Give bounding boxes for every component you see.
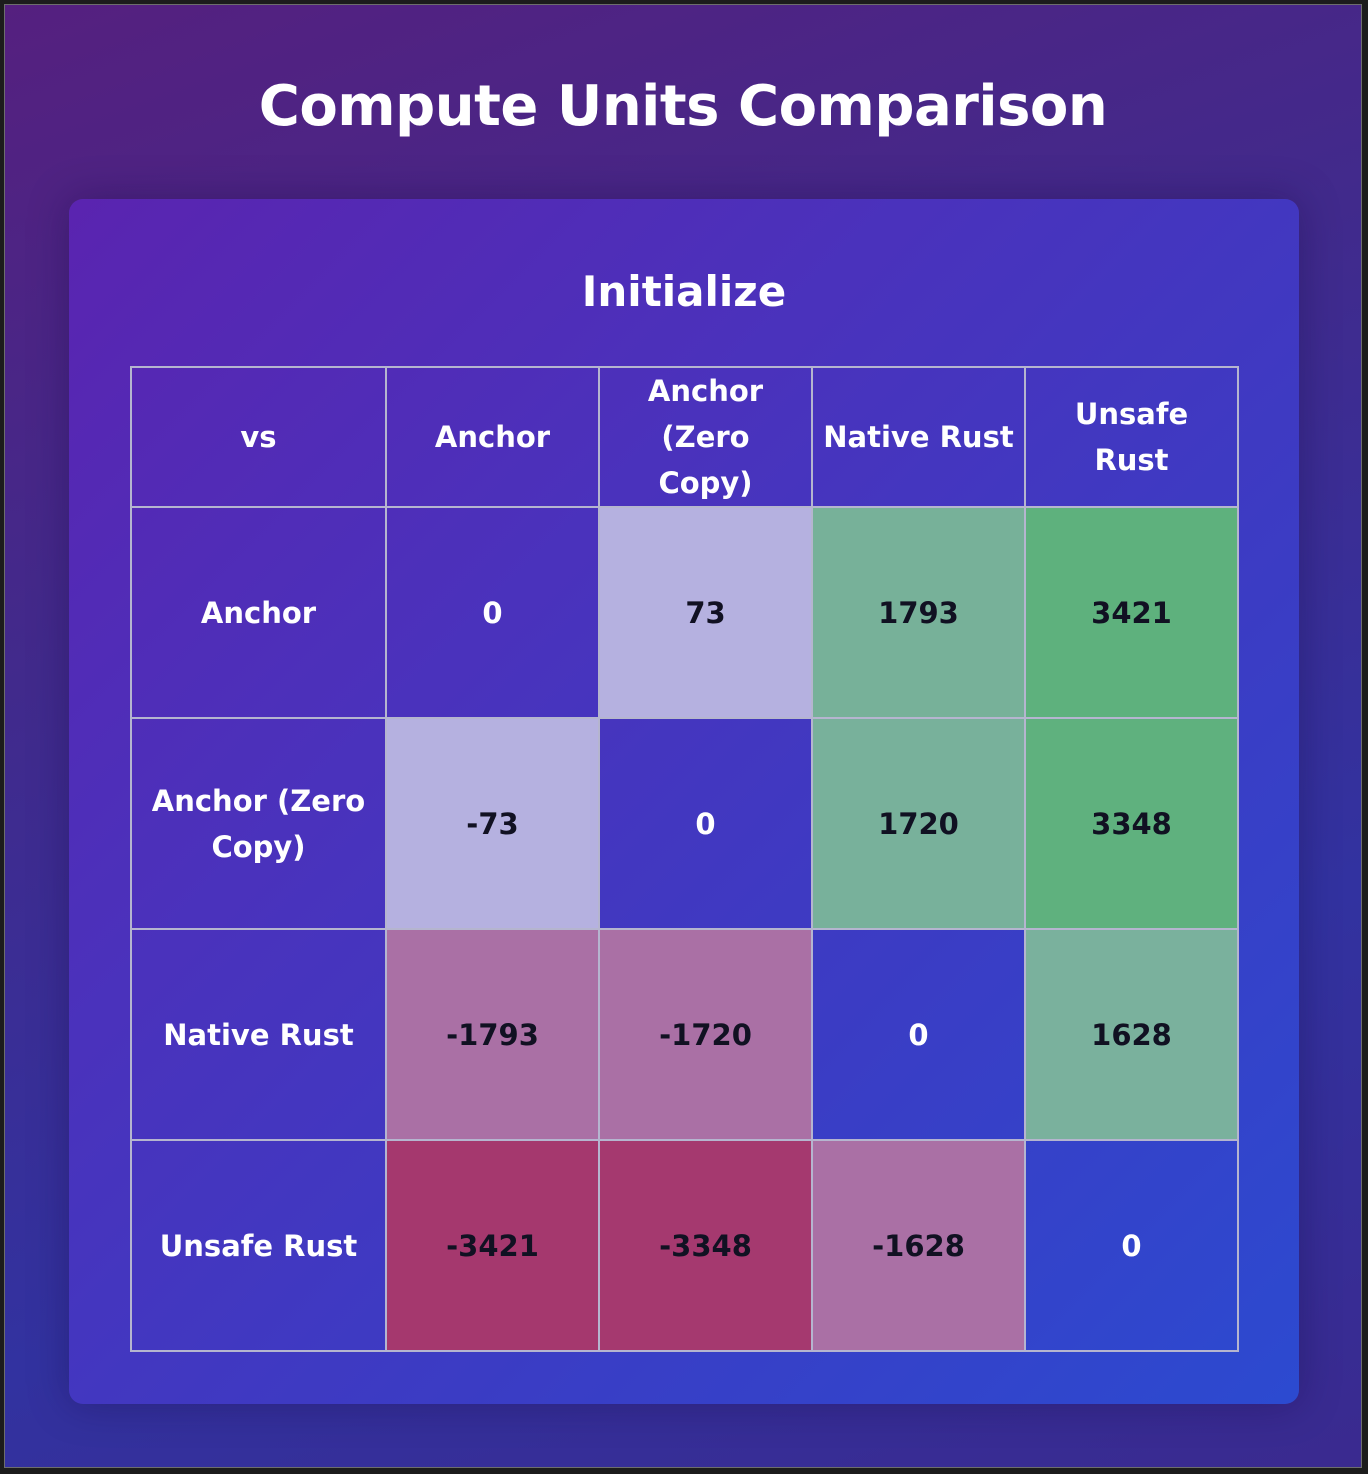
row-header: Anchor (Zero Copy)	[130, 717, 387, 930]
heatmap-cell: 1793	[811, 506, 1026, 719]
header-row: vs Anchor Anchor (Zero Copy) Native Rust…	[130, 366, 1239, 508]
row-header: Native Rust	[130, 928, 387, 1141]
column-header: Anchor (Zero Copy)	[598, 366, 813, 508]
heatmap-cell: 0	[1024, 1139, 1239, 1352]
table-row: Anchor (Zero Copy) -73 0 1720 3348	[130, 717, 1239, 930]
chart-title: Initialize	[581, 267, 787, 316]
chart-card: Initialize vs Anchor Anchor (Zero Copy) …	[69, 199, 1299, 1404]
heatmap-cell: -3348	[598, 1139, 813, 1352]
heatmap-cell: 0	[385, 506, 600, 719]
heatmap-cell: -1628	[811, 1139, 1026, 1352]
page-title: Compute Units Comparison	[258, 74, 1108, 139]
page-frame: Compute Units Comparison Initialize vs A…	[4, 4, 1362, 1468]
row-header: Unsafe Rust	[130, 1139, 387, 1352]
heatmap-cell: 0	[811, 928, 1026, 1141]
column-header: Anchor	[385, 366, 600, 508]
comparison-matrix: vs Anchor Anchor (Zero Copy) Native Rust…	[130, 366, 1239, 1352]
heatmap-cell: -1793	[385, 928, 600, 1141]
heatmap-cell: 3421	[1024, 506, 1239, 719]
heatmap-cell: 1720	[811, 717, 1026, 930]
table-row: Unsafe Rust -3421 -3348 -1628 0	[130, 1139, 1239, 1352]
row-header: Anchor	[130, 506, 387, 719]
heatmap-cell: -3421	[385, 1139, 600, 1352]
heatmap-cell: 1628	[1024, 928, 1239, 1141]
table-row: Anchor 0 73 1793 3421	[130, 506, 1239, 719]
heatmap-cell: 3348	[1024, 717, 1239, 930]
column-header: Unsafe Rust	[1024, 366, 1239, 508]
heatmap-cell: -73	[385, 717, 600, 930]
heatmap-cell: -1720	[598, 928, 813, 1141]
corner-header: vs	[130, 366, 387, 508]
heatmap-cell: 73	[598, 506, 813, 719]
column-header: Native Rust	[811, 366, 1026, 508]
heatmap-cell: 0	[598, 717, 813, 930]
table-row: Native Rust -1793 -1720 0 1628	[130, 928, 1239, 1141]
